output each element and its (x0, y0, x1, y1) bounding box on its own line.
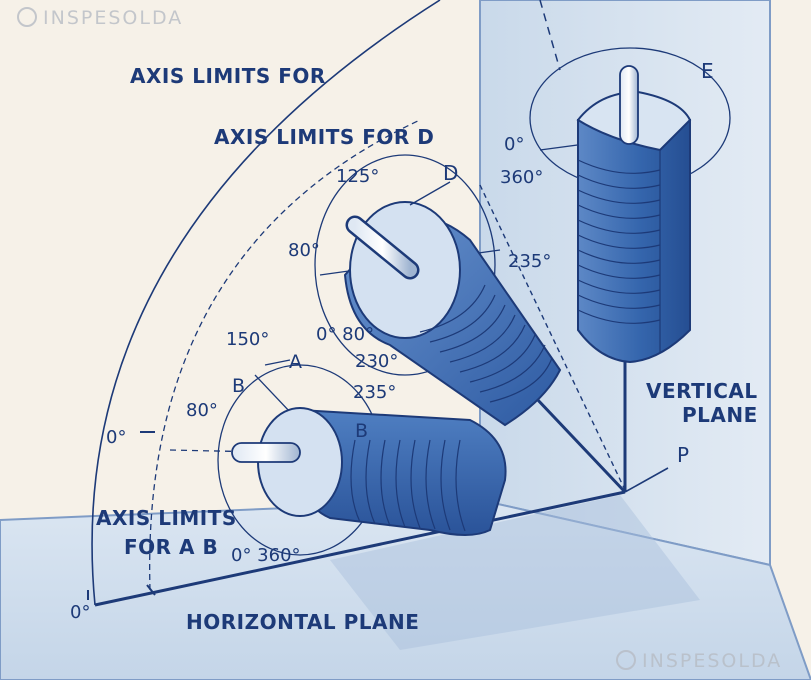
point-e-label: E (701, 59, 714, 83)
point-p-label: P (677, 443, 689, 467)
d-pointer-line (409, 181, 451, 206)
outer-limit-arc (91, 0, 441, 606)
a-pointer-line (264, 359, 291, 366)
angle-d-zero-80: 0° 80° (316, 324, 374, 345)
pipe-ab-rod (231, 442, 301, 463)
middle-limit-arc (149, 119, 421, 591)
watermark-brand-top: INSPESOLDA (43, 7, 183, 29)
angle-ab-zero-360: 0° 360° (231, 545, 301, 566)
angle-ab-235: 235° (353, 382, 396, 403)
point-b-outer-label: B (232, 375, 245, 397)
angle-outer-zero: 0° (70, 602, 90, 623)
heading-axis-limits-for: AXIS LIMITS FOR (130, 64, 326, 88)
angle-ab-80: 80° (186, 400, 218, 421)
heading-vertical-plane-line1: VERTICAL (646, 379, 758, 403)
pipe-d-limit-circle (314, 154, 496, 376)
p-pointer-line (624, 467, 669, 493)
pipe-d-rod (345, 215, 420, 280)
vertical-axis-dashed (539, 0, 561, 71)
angle-d-230: 230° (355, 351, 398, 372)
angle-d-235: 235° (508, 251, 551, 272)
angle-ab-150: 150° (226, 329, 269, 350)
pipe-e-weld-rings (577, 150, 661, 352)
angle-d-125: 125° (336, 166, 379, 187)
angle-ab-zero: 0° (106, 427, 126, 448)
pipe-e-body (577, 119, 691, 364)
watermark-brand-bottom: INSPESOLDA (642, 650, 782, 672)
pipe-ab-weld-rings (350, 439, 466, 532)
point-b-inner-label: B (355, 420, 368, 442)
heading-axis-limits-ab-line1: AXIS LIMITS (96, 506, 237, 530)
heading-vertical-plane-line2: PLANE (682, 403, 758, 427)
angle-e-zero: 0° (504, 134, 524, 155)
diagonal-axis-dashed (479, 184, 626, 491)
heading-axis-limits-ab-line2: FOR A B (124, 535, 218, 559)
pipe-d-weld-rings (419, 284, 553, 403)
point-d-label: D (443, 161, 458, 185)
heading-axis-limits-for-d: AXIS LIMITS FOR D (214, 125, 434, 149)
heading-horizontal-plane: HORIZONTAL PLANE (186, 610, 419, 634)
horizontal-base-line (94, 490, 626, 607)
plane-shadow (330, 495, 700, 650)
pipe-e-rod (619, 65, 639, 145)
angle-e-360: 360° (500, 167, 543, 188)
watermark-logo-bottom: INSPESOLDA (616, 650, 782, 672)
watermark-logo-top: INSPESOLDA (17, 7, 183, 29)
point-a-label: A (289, 351, 302, 373)
angle-d-80: 80° (288, 240, 320, 261)
